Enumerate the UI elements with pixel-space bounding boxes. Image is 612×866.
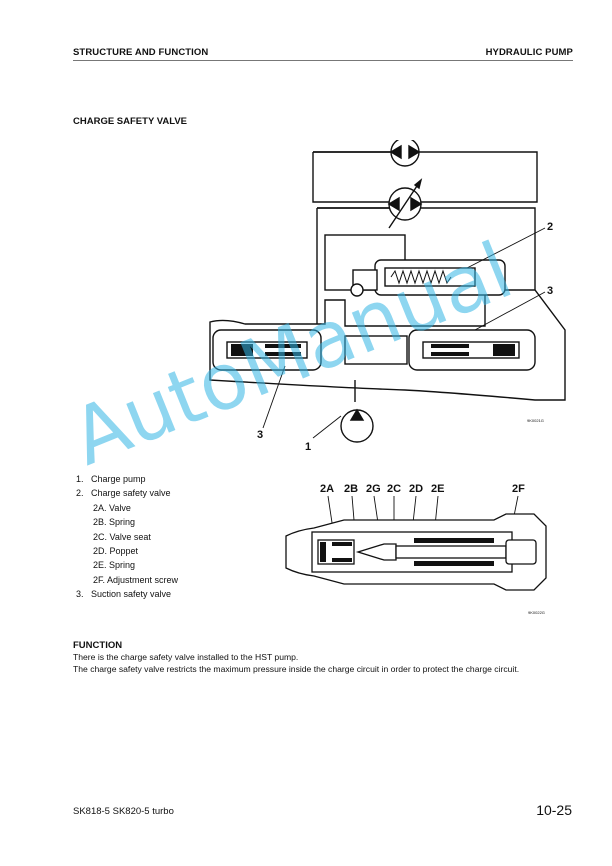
valve-body-section [209,234,566,402]
callout-2c: 2C [387,483,401,495]
parts-list-item: 3.Suction safety valve [76,589,172,600]
header-divider [73,60,573,61]
function-line: The charge safety valve restricts the ma… [73,663,520,674]
callout-1: 1 [305,441,311,453]
callout-2g: 2G [366,483,381,495]
callout-3-left: 3 [257,429,263,441]
header-right: HYDRAULIC PUMP [485,47,573,58]
callout-2d: 2D [409,483,423,495]
header-left: STRUCTURE AND FUNCTION [73,47,209,58]
callout-2b: 2B [344,483,358,495]
callout-3-right: 3 [547,285,553,297]
charge-pump-symbol [340,408,374,443]
parts-list-subitem: 2E. Spring [93,560,136,571]
callout-2a: 2A [320,483,334,495]
callout-leaders [262,227,546,439]
callout-2f: 2F [512,483,525,495]
parts-list-subitem: 2F. Adjustment screw [93,574,179,585]
function-heading: FUNCTION [73,640,123,651]
callout-2e: 2E [431,483,444,495]
footer-model: SK818-5 SK820-5 turbo [73,806,174,817]
parts-list-subitem: 2A. Valve [93,502,131,513]
parts-list-subitem: 2D. Poppet [93,546,139,557]
variable-pump-symbol [387,178,423,229]
figure-code-bottom: 9K0022G [528,610,545,615]
parts-list-subitem: 2B. Spring [93,517,136,528]
page-number: 10-25 [536,802,572,818]
parts-list-item: 2.Charge safety valve [76,488,171,499]
parts-list-subitem: 2C. Valve seat [93,531,151,542]
figure-code-top: 9K0021G [527,418,544,423]
valve-body [285,513,547,591]
section-title: CHARGE SAFETY VALVE [73,116,188,127]
parts-list: 1.Charge pump 2.Charge safety valve 2A. … [76,472,178,602]
hydraulic-motor-symbol [389,140,421,167]
parts-list-item: 1.Charge pump [76,474,146,484]
function-body: There is the charge safety valve install… [73,652,519,675]
hydraulic-circuit-diagram: 2 3 3 1 9K0021G [209,140,566,453]
charge-safety-valve-section: 2A 2B 2G 2C 2D 2E 2F 9K0022G [285,483,547,615]
callout-2: 2 [547,221,553,233]
function-line: There is the charge safety valve install… [73,652,299,662]
